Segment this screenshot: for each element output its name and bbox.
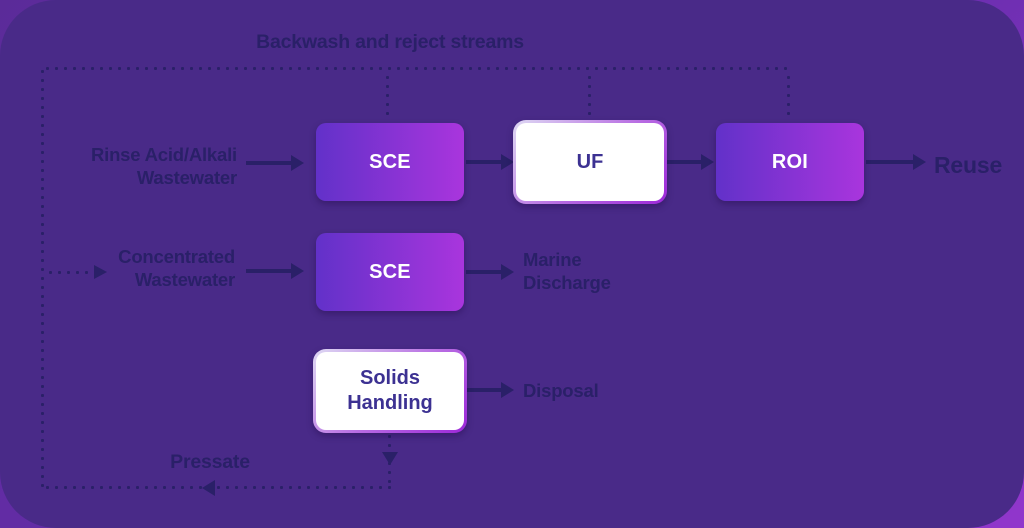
flow-arrow-roi-to-reuse xyxy=(866,154,926,170)
node-uf: UF xyxy=(513,120,667,204)
node-roi-label: ROI xyxy=(771,150,809,173)
node-sce-mid-label: SCE xyxy=(369,260,411,283)
pressate-dotted-line-bottom xyxy=(43,486,393,489)
arrowhead-left-icon xyxy=(202,480,215,496)
recycle-to-concentrated-dotted-line xyxy=(46,271,94,274)
label-concentrated-feed: Concentrated Wastewater xyxy=(118,246,235,291)
flow-arrow-solids-to-disposal xyxy=(466,382,514,398)
backwash-drop-to-sce xyxy=(386,73,389,121)
node-sce-mid: SCE xyxy=(316,233,464,311)
recycle-dotted-line-left xyxy=(41,67,44,488)
arrowhead-right-icon xyxy=(94,265,107,279)
label-rinse-feed: Rinse Acid/Alkali Wastewater xyxy=(90,144,237,189)
label-marine-discharge: Marine Discharge xyxy=(523,249,611,294)
flow-arrow-uf-to-roi xyxy=(666,154,714,170)
flow-arrow-concentrated-to-sce xyxy=(246,263,304,279)
flow-arrow-rinse-to-sce xyxy=(246,155,304,171)
label-pressate: Pressate xyxy=(170,451,250,473)
backwash-drop-to-uf xyxy=(588,73,591,121)
label-reuse: Reuse xyxy=(934,152,1003,178)
flow-arrow-sce-to-uf xyxy=(466,154,514,170)
node-sce-top-label: SCE xyxy=(369,150,411,173)
node-sce-top: SCE xyxy=(316,123,464,201)
node-solids-handling: Solids Handling xyxy=(313,349,467,433)
node-solids-handling-label: Solids Handling xyxy=(316,352,464,430)
arrowhead-down-icon xyxy=(382,452,398,465)
diagram-title: Backwash and reject streams xyxy=(256,31,524,53)
backwash-drop-to-roi xyxy=(787,73,790,121)
backwash-dotted-line-top xyxy=(43,67,790,70)
flow-arrow-sce-to-marine xyxy=(466,264,514,280)
label-disposal: Disposal xyxy=(523,380,599,401)
node-uf-label: UF xyxy=(516,123,664,201)
node-roi: ROI xyxy=(716,123,864,201)
